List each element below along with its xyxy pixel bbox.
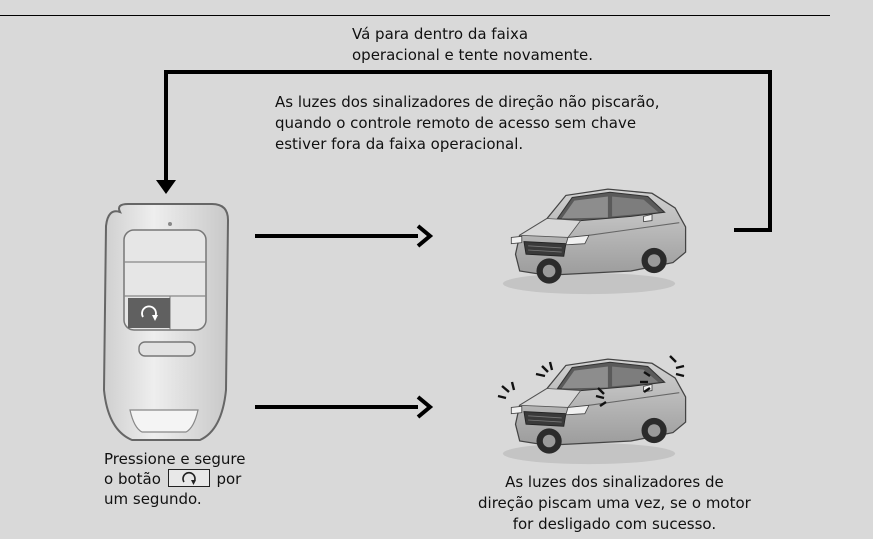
press-line-2-before: o botão bbox=[104, 470, 161, 488]
retry-instruction: Vá para dentro da faixa operacional e te… bbox=[352, 24, 593, 66]
key-fob bbox=[102, 203, 230, 441]
flash-line-3: for desligado com sucesso. bbox=[512, 515, 717, 533]
car-no-flash bbox=[502, 188, 687, 295]
press-line-1: Pressione e segure bbox=[104, 450, 246, 468]
arrow-to-bottom-car bbox=[255, 395, 434, 419]
press-line-2-after: por bbox=[216, 470, 242, 488]
flash-success-note: As luzes dos sinalizadores de direção pi… bbox=[478, 472, 751, 535]
top-rule bbox=[0, 15, 830, 16]
flash-line-1: As luzes dos sinalizadores de bbox=[505, 473, 724, 491]
arrow-to-top-car bbox=[255, 224, 434, 248]
out-of-range-line-2: quando o controle remoto de acesso sem c… bbox=[275, 114, 637, 132]
car-flashing bbox=[502, 358, 687, 465]
out-of-range-line-3: estiver fora da faixa operacional. bbox=[275, 135, 524, 153]
press-line-2: o botão por bbox=[104, 469, 245, 489]
press-line-3: um segundo. bbox=[104, 490, 202, 508]
out-of-range-line-1: As luzes dos sinalizadores de direção nã… bbox=[275, 93, 660, 111]
circular-arrow-icon bbox=[141, 305, 158, 321]
flash-line-2: direção piscam uma vez, se o motor bbox=[478, 494, 751, 512]
press-instruction: Pressione e segure o botão por um segund… bbox=[104, 449, 245, 509]
turn-signal-flash-icon bbox=[497, 355, 685, 407]
return-path bbox=[164, 70, 772, 232]
return-arrow-head bbox=[156, 180, 176, 194]
retry-line-2: operacional e tente novamente. bbox=[352, 46, 593, 64]
out-of-range-note: As luzes dos sinalizadores de direção nã… bbox=[275, 92, 659, 155]
remote-start-button-icon bbox=[167, 469, 210, 487]
retry-line-1: Vá para dentro da faixa bbox=[352, 25, 529, 43]
